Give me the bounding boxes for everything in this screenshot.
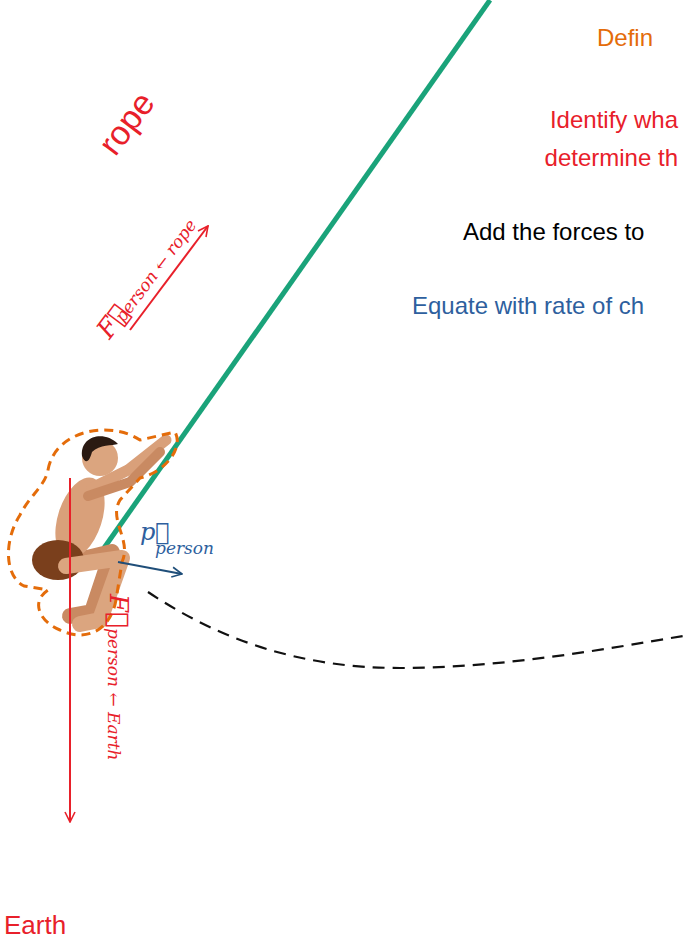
step-text: Equate with rate of ch	[412, 294, 644, 318]
vector-symbol: F⃗	[106, 594, 132, 628]
vector-subscript: person ← rope	[112, 216, 200, 325]
step-text: Identify wha	[550, 108, 678, 132]
part-name: Earth	[4, 912, 66, 938]
part-name: rope	[92, 86, 160, 161]
step-text: Defin	[597, 26, 653, 50]
momentum-arrow	[118, 562, 182, 574]
vector-subscript: person ← Earth	[105, 628, 122, 760]
swing-path	[148, 592, 683, 668]
force-arrow	[69, 478, 71, 822]
step-text: determine th	[545, 146, 678, 170]
system-boundary	[8, 430, 177, 635]
step-text: Add the forces to	[463, 220, 644, 244]
vector-subscript: person	[155, 540, 214, 557]
